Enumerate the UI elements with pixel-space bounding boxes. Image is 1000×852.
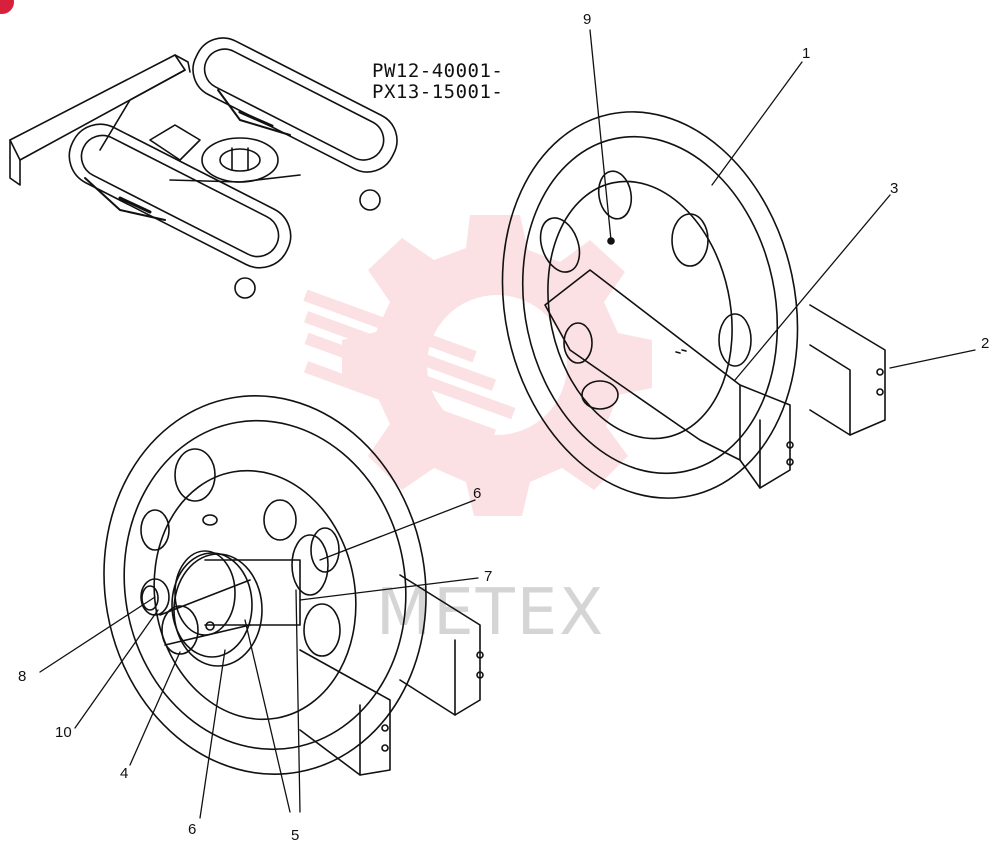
- callout-10: 10: [55, 724, 72, 741]
- callout-1: 1: [802, 45, 811, 62]
- watermark-text: МЕТЕХ: [376, 576, 606, 650]
- serial-range-1: PW12-40001-: [372, 60, 504, 82]
- callout-6-upper: 6: [473, 485, 482, 502]
- lower-idler-assembly: [103, 395, 484, 776]
- callout-9: 9: [583, 11, 592, 28]
- callout-6-lower: 6: [188, 821, 197, 838]
- callout-2: 2: [981, 335, 990, 352]
- callout-4: 4: [120, 765, 129, 782]
- upper-idler-assembly: [501, 111, 886, 499]
- undercarriage-thumbnail: [9, 37, 398, 299]
- leader-lines: [39, 29, 976, 819]
- callout-5: 5: [291, 827, 300, 844]
- callout-7: 7: [484, 568, 493, 585]
- callout-3: 3: [890, 180, 899, 197]
- serial-range-2: PX13-15001-: [372, 81, 504, 103]
- callout-8: 8: [18, 668, 27, 685]
